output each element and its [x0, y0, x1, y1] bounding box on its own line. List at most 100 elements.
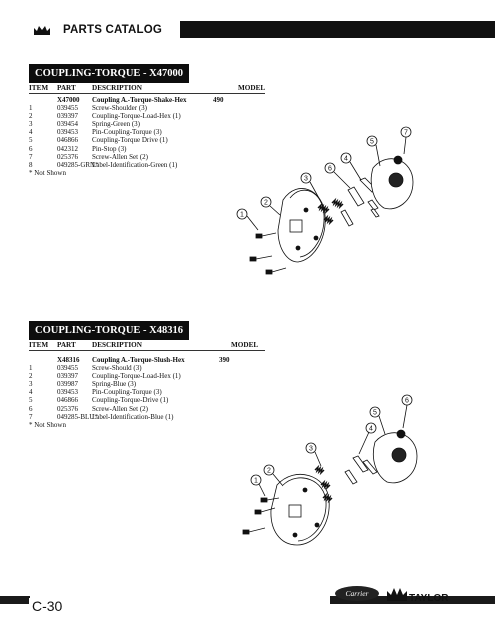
cell-item: 2	[29, 372, 33, 381]
header-title-backdrop	[60, 21, 180, 38]
callout-7: 7	[404, 130, 408, 137]
callout-3: 3	[309, 446, 313, 453]
cell-description: Coupling A.-Torque-Shake-Hex	[92, 96, 187, 104]
table-row: 3 039987 Spring-Blue (3)	[29, 380, 269, 388]
table-row: 1 039455 Screw-Shoulder (3)	[29, 104, 269, 112]
callout-4: 4	[344, 156, 348, 163]
table-row: 2 039397 Coupling-Torque-Load-Hex (1)	[29, 372, 269, 380]
cell-part: X48316	[57, 356, 80, 364]
cell-part: 049285-GRN*	[57, 160, 99, 169]
cell-description: Screw-Should (3)	[92, 364, 142, 373]
crown-icon	[387, 588, 407, 601]
cell-description: Pin-Coupling-Torque (3)	[92, 388, 162, 397]
cell-description: Coupling A.-Torque-Slush-Hex	[92, 356, 185, 364]
cell-description: Screw-Allen Set (2)	[92, 404, 148, 413]
table-row: 1 039455 Screw-Should (3)	[29, 364, 269, 372]
footnote: * Not Shown	[29, 421, 269, 429]
callout-2: 2	[264, 200, 268, 207]
carrier-logo-text: Carrier	[346, 589, 369, 598]
cell-description: Label-Identification-Green (1)	[92, 160, 178, 169]
callout-3: 3	[304, 176, 308, 183]
taylor-brand-text: TAYLOR	[409, 593, 449, 604]
cell-part: 039455	[57, 104, 78, 113]
col-description: DESCRIPTION	[92, 84, 142, 92]
cell-description: Pin-Stop (3)	[92, 144, 127, 153]
section2-header-rule	[29, 350, 265, 351]
page-header-title: PARTS CATALOG	[63, 24, 163, 36]
cell-item: 3	[29, 120, 33, 129]
col-description: DESCRIPTION	[92, 341, 142, 349]
table-row: 6 025376 Screw-Allen Set (2)	[29, 405, 269, 413]
cell-part: 049285-BLU*	[57, 412, 98, 421]
col-item: ITEM	[29, 341, 49, 349]
cell-item: 2	[29, 112, 33, 121]
cell-description: Screw-Shoulder (3)	[92, 104, 148, 113]
cell-item: 4	[29, 128, 33, 137]
cell-part: 039453	[57, 388, 78, 397]
cell-model: 490	[213, 96, 224, 104]
callout-5: 5	[370, 139, 374, 146]
coupling-x47000-exploded-diagram: 1 2 3 6 4 5 7	[236, 126, 414, 275]
cell-description: Coupling-Torque-Drive (1)	[92, 396, 169, 405]
cell-description: Pin-Coupling-Torque (3)	[92, 128, 162, 137]
cell-description: Coupling-Torque-Load-Hex (1)	[92, 112, 181, 121]
callout-5: 5	[373, 410, 377, 417]
cell-part: 046866	[57, 136, 78, 145]
cell-item: 3	[29, 380, 33, 389]
section1-title: COUPLING-TORQUE - X47000	[29, 64, 189, 83]
cell-item: 1	[29, 364, 33, 373]
section1-header-rule	[29, 93, 265, 94]
cell-item: 4	[29, 388, 33, 397]
callout-4: 4	[369, 426, 373, 433]
cell-part: 025376	[57, 404, 78, 413]
footnote-text: * Not Shown	[29, 168, 66, 177]
section1-table-header: ITEM PART DESCRIPTION MODEL	[29, 84, 269, 94]
cell-part: 042312	[57, 144, 78, 153]
table-row: X48316 Coupling A.-Torque-Slush-Hex 390	[29, 356, 269, 364]
footnote: * Not Shown	[29, 169, 269, 177]
cell-item: 7	[29, 152, 33, 161]
cell-part: 039453	[57, 128, 78, 137]
callout-2: 2	[267, 468, 271, 475]
crown-icon	[34, 26, 50, 35]
cell-description: Spring-Blue (3)	[92, 380, 137, 389]
cell-part: 039397	[57, 372, 78, 381]
table-row: 6 042312 Pin-Stop (3)	[29, 145, 269, 153]
cell-part: 039455	[57, 364, 78, 373]
cell-part: 046866	[57, 396, 78, 405]
cell-part: 039987	[57, 380, 78, 389]
cell-part: 039397	[57, 112, 78, 121]
callout-6: 6	[328, 166, 332, 173]
cell-description: Coupling-Torque Drive (1)	[92, 136, 168, 145]
section2-parts-list: X48316 Coupling A.-Torque-Slush-Hex 390 1 03…	[29, 356, 269, 429]
cell-part: 025376	[57, 152, 78, 161]
cell-item: 6	[29, 404, 33, 413]
cell-description: Coupling-Torque-Load-Hex (1)	[92, 372, 181, 381]
table-row: 7 025376 Screw-Allen Set (2)	[29, 153, 269, 161]
table-row: 4 039453 Pin-Coupling-Torque (3)	[29, 388, 269, 396]
cell-model: 390	[219, 356, 230, 364]
col-model: MODEL	[238, 84, 266, 92]
cell-description: Spring-Green (3)	[92, 120, 141, 129]
cell-part: 039454	[57, 120, 78, 129]
coupling-x48316-exploded-diagram: 1 2 3 4 5 6	[242, 394, 418, 546]
cell-description: Screw-Allen Set (2)	[92, 152, 148, 161]
callout-6: 6	[405, 398, 409, 405]
table-row: 2 039397 Coupling-Torque-Load-Hex (1)	[29, 112, 269, 120]
cell-item: 6	[29, 144, 33, 153]
footnote-text: * Not Shown	[29, 420, 66, 429]
col-model: MODEL	[231, 341, 259, 349]
page-number: C-30	[29, 598, 66, 614]
cell-item: 1	[29, 104, 33, 113]
table-row: 5 046866 Coupling-Torque Drive (1)	[29, 136, 269, 144]
callout-1: 1	[254, 478, 258, 485]
cell-item: 5	[29, 136, 33, 145]
section2-title: COUPLING-TORQUE - X48316	[29, 321, 189, 340]
table-row: 4 039453 Pin-Coupling-Torque (3)	[29, 128, 269, 136]
cell-item: 7	[29, 412, 33, 421]
